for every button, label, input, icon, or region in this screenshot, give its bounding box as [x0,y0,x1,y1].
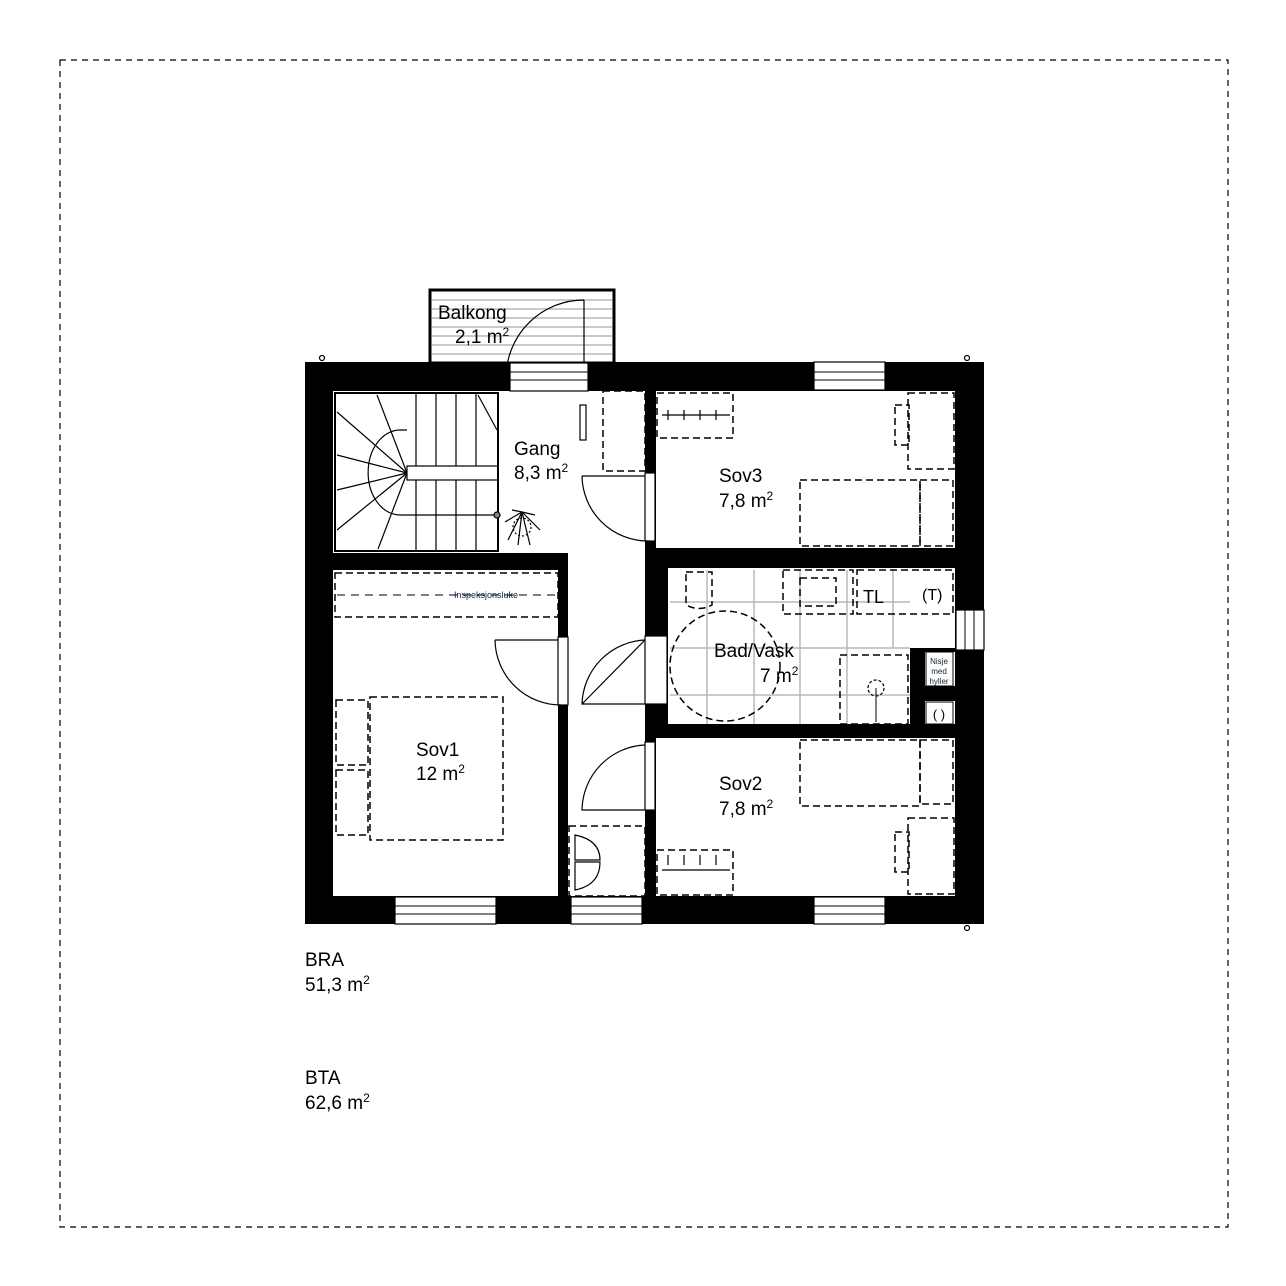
balkong-area: 2,1 m [455,327,503,348]
bta-label: BTA [305,1068,341,1089]
sov1-wardrobe [334,572,559,618]
sov3-bed [799,479,921,547]
svg-text:62,6 m2: 62,6 m2 [305,1091,370,1114]
sov2-wardrobe [656,849,734,896]
sink-cabinet [782,569,854,615]
gang-label: Gang [514,439,560,460]
bathroom-tiles [670,570,910,724]
svg-text:2,1 m2: 2,1 m2 [455,325,510,348]
bta-value: 62,6 m [305,1093,363,1114]
staircase[interactable] [334,392,501,552]
unit-sup: 2 [503,325,510,339]
plant-icon [504,509,541,546]
unit-sup: 2 [767,489,774,503]
sov2-area: 7,8 m [719,799,767,820]
windows [394,361,985,925]
svg-text:( ): ( ) [933,707,945,722]
doors [494,472,668,811]
unit-sup: 2 [363,973,370,987]
niche [925,651,954,687]
sov1-label: Sov1 [416,740,459,761]
svg-text:12 m2: 12 m2 [416,762,465,785]
washer-dryer [856,569,954,615]
balkong-label: Balkong [438,303,507,324]
niche-label-1: Nisje [930,657,948,666]
sov2-desk [907,817,955,895]
sov3-wardrobe [656,392,734,439]
bra-label: BRA [305,950,344,971]
svg-text:(T): (T) [922,587,942,604]
niche-label-3: hyller [929,677,948,686]
sov2-bed [799,739,921,807]
svg-text:51,3 m2: 51,3 m2 [305,973,370,996]
svg-text:8,3 m2: 8,3 m2 [514,461,569,484]
gang-wardrobe [602,390,646,472]
svg-text:7,8 m2: 7,8 m2 [719,797,774,820]
sov1-area: 12 m [416,764,458,785]
balcony [428,288,616,379]
shower [839,654,909,725]
svg-text:TL: TL [863,587,884,607]
unit-sup: 2 [562,461,569,475]
sov1-bed [369,696,504,841]
bad-label: Bad/Vask [714,641,794,662]
sov3-label: Sov3 [719,466,762,487]
gang-chairs [568,825,646,897]
svg-text:7 m2: 7 m2 [760,664,799,687]
svg-text:7,8 m2: 7,8 m2 [719,489,774,512]
turning-circle [669,610,781,722]
unit-sup: 2 [458,762,465,776]
unit-sup: 2 [363,1091,370,1105]
sov3-desk [907,392,955,470]
sheet-border [59,59,1229,1228]
bad-area: 7 m [760,666,792,687]
unit-sup: 2 [792,664,799,678]
unit-sup: 2 [767,797,774,811]
sov2-label: Sov2 [719,774,762,795]
gang-area: 8,3 m [514,463,562,484]
toilet [685,571,713,610]
inspection-hatch-label: Inspeksjonsluke [454,590,518,600]
niche-label-2: med [931,667,947,676]
bra-value: 51,3 m [305,975,363,996]
sov3-area: 7,8 m [719,491,767,512]
